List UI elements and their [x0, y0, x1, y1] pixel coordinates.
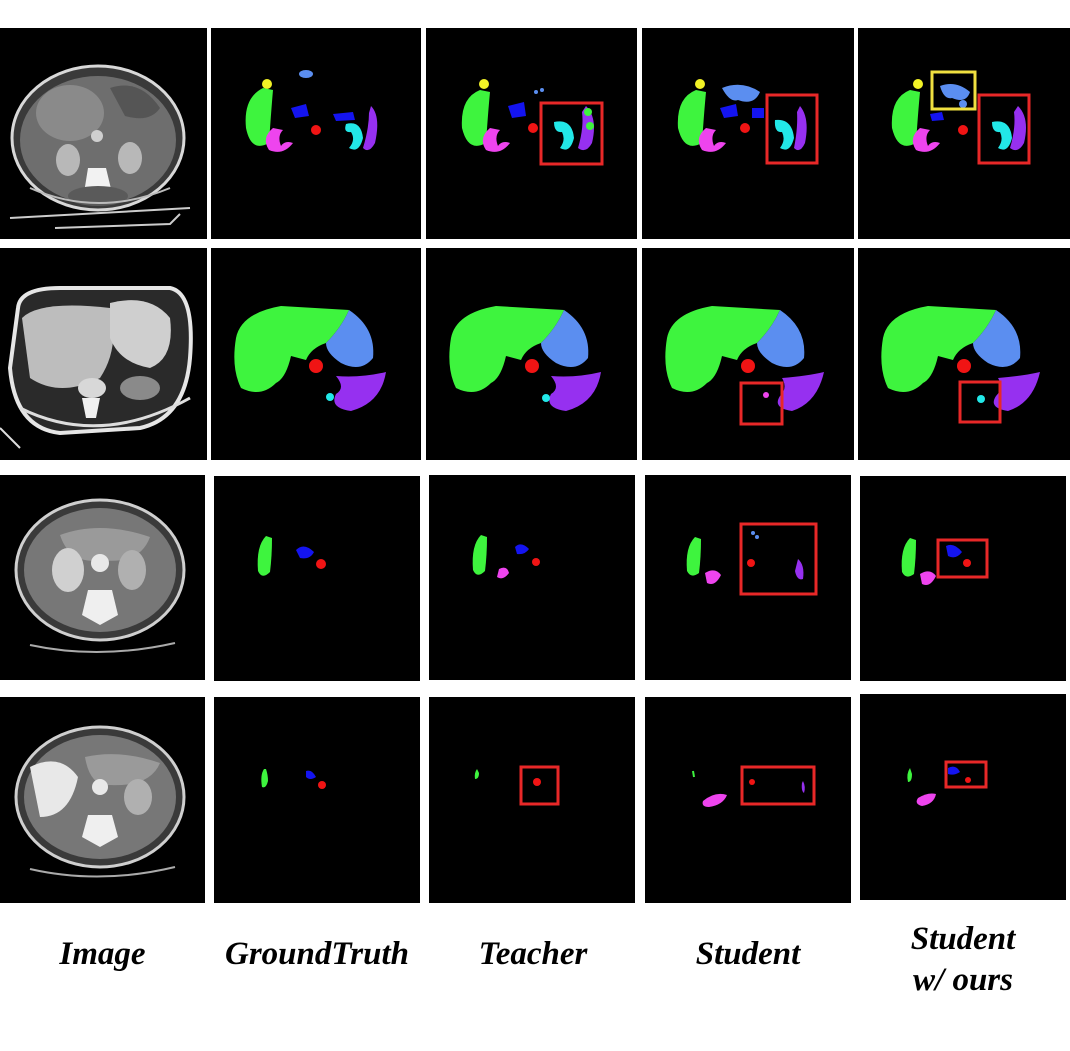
segmentation-mask: [881, 306, 1040, 424]
segmentation-mask: [677, 79, 819, 165]
column-label-image: Image: [59, 936, 146, 972]
column-label-student-with-ours: Student w/ ours: [860, 919, 1066, 1001]
student-prediction-row2: [642, 248, 854, 460]
ct-scan-picture: [14, 725, 186, 878]
ct-image-row1: [0, 28, 207, 239]
student-with-ours-prediction-row3: [860, 476, 1066, 681]
segmentation-mask: [907, 760, 988, 806]
ct-scan-picture: [14, 498, 186, 654]
highlight-box: [936, 538, 989, 579]
segmentation-mask: [245, 70, 378, 152]
ground-truth-row3: [214, 476, 420, 681]
teacher-prediction-row2: [426, 248, 637, 460]
segmentation-mask: [891, 70, 1031, 165]
ct-image-row3: [0, 475, 205, 680]
ct-image-row2: [0, 248, 207, 460]
highlight-box: [739, 381, 784, 426]
segmentation-mask: [665, 306, 824, 426]
segmentation-mask: [474, 765, 560, 806]
column-label-groundtruth: GroundTruth: [224, 936, 410, 972]
column-label-teacher: Teacher: [478, 936, 588, 972]
highlight-box: [519, 765, 560, 806]
teacher-prediction-row3: [429, 475, 635, 680]
student-with-ours-prediction-row1: [858, 28, 1070, 239]
segmentation-mask: [261, 769, 326, 789]
highlight-box-yellow: [930, 70, 977, 111]
highlight-box: [977, 93, 1031, 165]
column-label-student-with-ours-line1: Student: [910, 921, 1016, 957]
ground-truth-row1: [211, 28, 421, 239]
segmentation-mask: [461, 79, 604, 166]
highlight-box: [958, 380, 1002, 424]
student-prediction-row1: [642, 28, 854, 239]
student-prediction-row3: [645, 475, 851, 680]
student-with-ours-prediction-row2: [858, 248, 1070, 460]
segmentation-mask: [449, 306, 601, 411]
segmentation-mask: [472, 535, 540, 579]
highlight-box: [944, 760, 988, 789]
highlight-box: [739, 522, 818, 596]
teacher-prediction-row4: [429, 697, 635, 903]
segmentation-mask: [692, 765, 816, 807]
segmentation-mask: [234, 306, 386, 411]
ground-truth-row2: [211, 248, 421, 460]
ct-scan-picture: [9, 64, 191, 229]
ct-scan-picture: [0, 286, 193, 449]
highlight-box: [740, 765, 816, 806]
highlight-box: [539, 101, 604, 166]
student-with-ours-prediction-row4: [860, 694, 1066, 900]
column-label-student: Student: [695, 936, 801, 972]
ct-image-row4: [0, 697, 205, 903]
segmentation-mask: [686, 522, 818, 596]
ground-truth-row4: [214, 697, 420, 903]
highlight-box: [765, 93, 819, 165]
segmentation-mask: [257, 536, 326, 576]
segmentation-mask: [901, 538, 989, 585]
column-label-student-with-ours-line2: w/ ours: [913, 962, 1013, 998]
teacher-prediction-row1: [426, 28, 637, 239]
student-prediction-row4: [645, 697, 851, 903]
